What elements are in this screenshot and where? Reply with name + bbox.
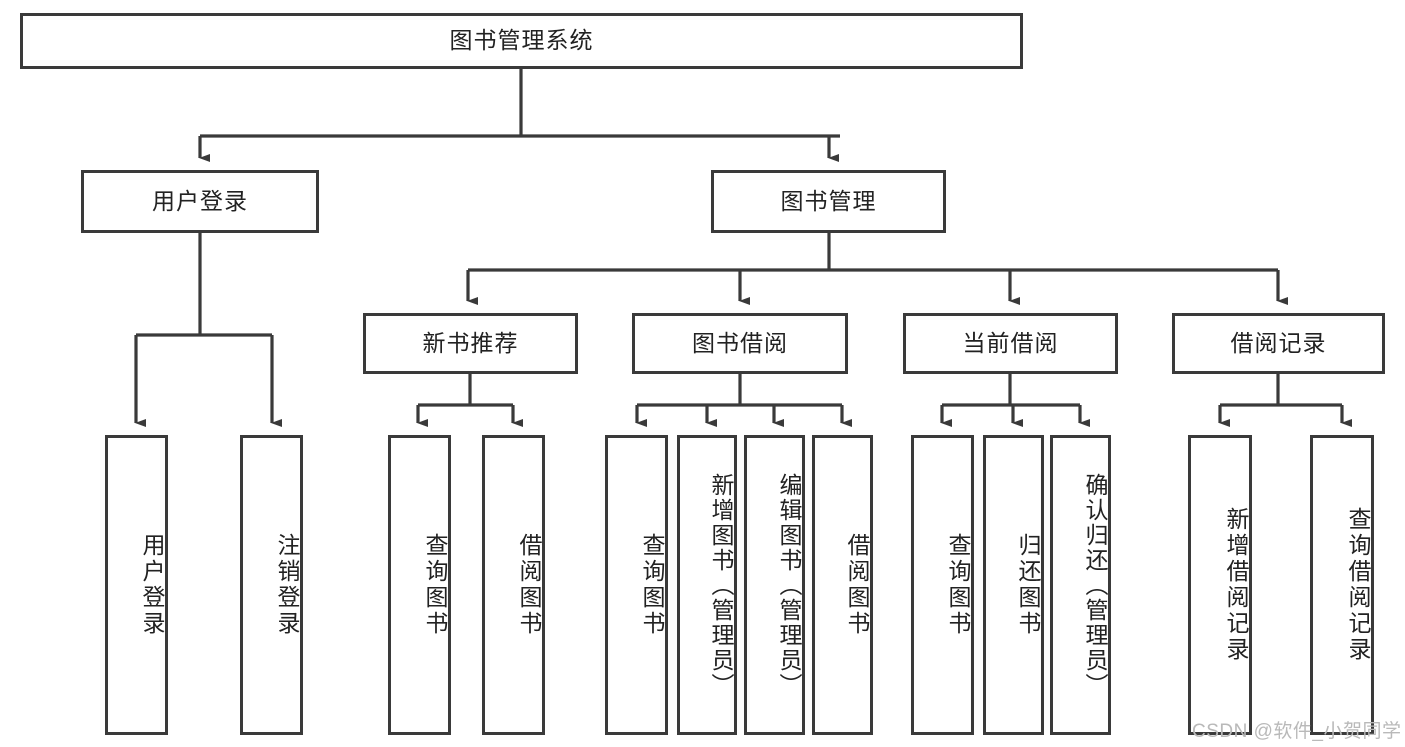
node-label: 查询图书 [639,533,665,637]
node-label: 图书管理 [780,187,877,214]
node-label: 新增借阅记录 [1223,507,1249,663]
node-label: 查询图书 [422,533,448,637]
node-label: 当前借阅 [962,329,1059,356]
csdn-watermark: CSDN @软件_小贺同学 [1192,721,1402,742]
node-label: 新书推荐 [422,329,519,356]
node-label: 借阅图书 [844,533,870,637]
node-label: 查询借阅记录 [1345,507,1371,663]
node-book-management[interactable]: 图书管理 [711,170,946,233]
node-label: 编辑图书（管理员） [776,472,802,698]
leaf-add-book-admin[interactable]: 新增图书（管理员） [677,435,737,735]
node-label: 归还图书 [1015,533,1041,637]
leaf-borrow-book[interactable]: 借阅图书 [812,435,873,735]
leaf-edit-book-admin[interactable]: 编辑图书（管理员） [744,435,805,735]
node-label: 借阅记录 [1230,329,1327,356]
node-current-borrow[interactable]: 当前借阅 [903,313,1118,374]
node-label: 图书借阅 [692,329,788,356]
node-label: 注销登录 [274,533,300,637]
node-label: 图书管理系统 [449,27,594,54]
node-root-book-management-system[interactable]: 图书管理系统 [20,13,1023,69]
node-label: 确认归还（管理员） [1082,472,1108,698]
leaf-borrow-book-recommend[interactable]: 借阅图书 [482,435,545,735]
leaf-query-book-borrow[interactable]: 查询图书 [605,435,668,735]
leaf-return-book[interactable]: 归还图书 [983,435,1044,735]
node-label: 用户登录 [139,533,165,637]
leaf-query-borrow-record[interactable]: 查询借阅记录 [1310,435,1374,735]
leaf-query-book-recommend[interactable]: 查询图书 [388,435,451,735]
leaf-user-login[interactable]: 用户登录 [105,435,168,735]
leaf-add-borrow-record[interactable]: 新增借阅记录 [1188,435,1252,735]
node-label: 新增图书（管理员） [708,472,734,698]
node-label: 用户登录 [152,187,248,214]
leaf-confirm-return-admin[interactable]: 确认归还（管理员） [1050,435,1111,735]
node-new-book-recommend[interactable]: 新书推荐 [363,313,578,374]
node-label: 查询图书 [945,533,971,637]
node-user-login[interactable]: 用户登录 [81,170,319,233]
node-label: 借阅图书 [516,533,542,637]
leaf-logout[interactable]: 注销登录 [240,435,303,735]
leaf-query-book-current[interactable]: 查询图书 [911,435,974,735]
node-book-borrow[interactable]: 图书借阅 [632,313,848,374]
node-borrow-record[interactable]: 借阅记录 [1172,313,1385,374]
